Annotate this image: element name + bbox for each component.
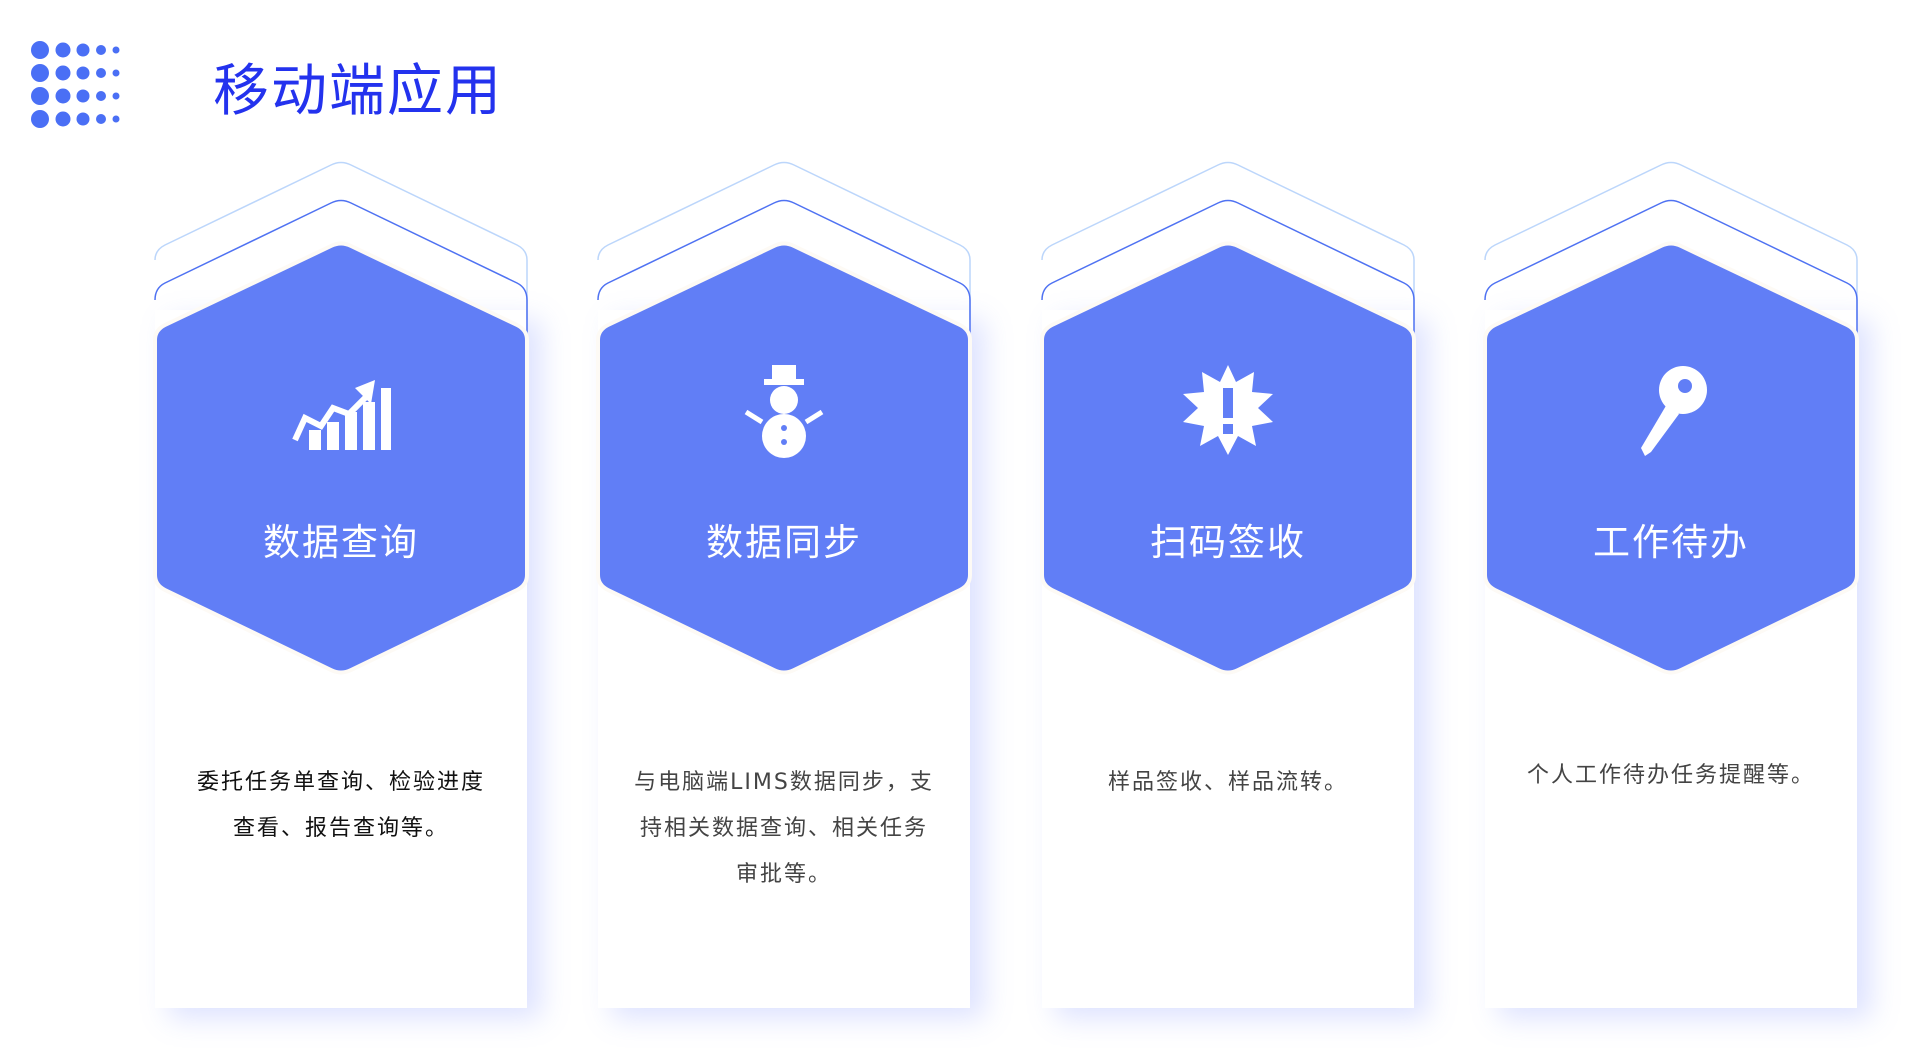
snowman-icon [744, 365, 824, 458]
page-title: 移动端应用 [213, 59, 503, 124]
feature-card-data-sync: 数据同步 与电脑端LIMS数据同步，支持相关数据查询、相关任务审批等。 [596, 160, 972, 1008]
dot-grid-icon [31, 41, 120, 128]
chart-growth-icon [292, 380, 391, 450]
card-title: 数据同步 [706, 521, 862, 564]
card-description: 与电脑端LIMS数据同步，支持相关数据查询、相关任务审批等。 [634, 770, 934, 887]
feature-card-work-todo: 工作待办 个人工作待办任务提醒等。 [1483, 160, 1859, 1008]
card-title: 扫码签收 [1150, 521, 1306, 564]
card-description: 委托任务单查询、检验进度查看、报告查询等。 [196, 770, 485, 841]
card-description: 样品签收、样品流转。 [1107, 770, 1348, 795]
card-title: 数据查询 [263, 521, 419, 564]
key-icon [1641, 366, 1707, 456]
alert-badge-icon [1183, 365, 1273, 455]
feature-card-data-query: 数据查询 委托任务单查询、检验进度查看、报告查询等。 [153, 160, 529, 1008]
card-title: 工作待办 [1593, 521, 1749, 564]
card-description: 个人工作待办任务提醒等。 [1526, 763, 1815, 788]
feature-card-scan-receive: 扫码签收 样品签收、样品流转。 [1040, 160, 1416, 1008]
